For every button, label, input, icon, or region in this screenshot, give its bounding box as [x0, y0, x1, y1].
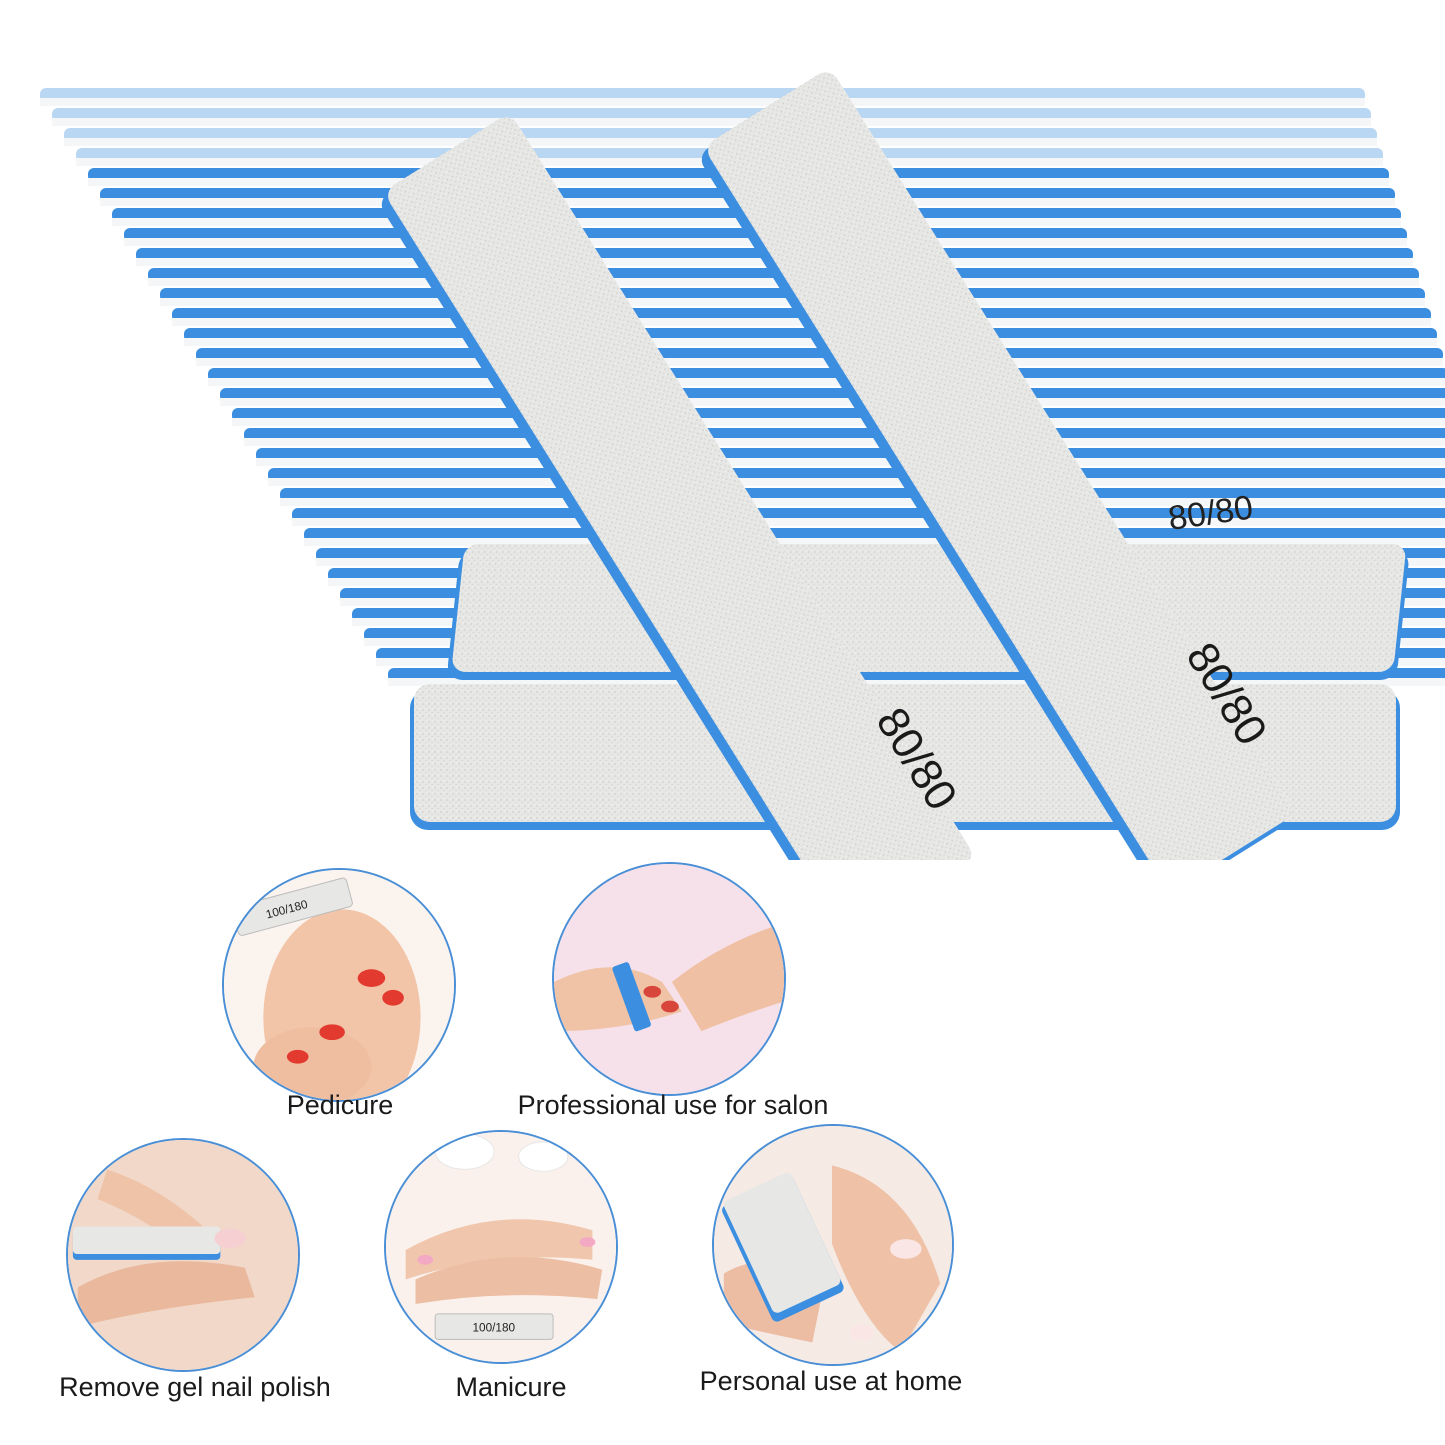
file-edge-gap	[388, 678, 1445, 686]
flat-file	[447, 544, 1409, 680]
caption-salon: Professional use for salon	[517, 1090, 829, 1120]
file-edge-gap	[304, 538, 1445, 546]
remove-gel-photo	[66, 1138, 300, 1372]
file-edge-gap	[208, 378, 1445, 386]
file-edge-gap	[40, 98, 1365, 106]
diagonal-file	[381, 117, 972, 860]
file-edge-gap	[232, 418, 1445, 426]
caption-pedicure: Pedicure	[286, 1090, 394, 1120]
manicure-photo: 100/180	[384, 1130, 618, 1364]
file-edge-gap	[256, 458, 1445, 466]
file-edge-gap	[52, 118, 1371, 126]
file-edge-gap	[268, 478, 1445, 486]
home-use-photo	[712, 1124, 954, 1366]
file-edge-gap	[184, 338, 1437, 346]
nail-file-stack-image: 80/80 80/80 80/80	[40, 72, 1445, 860]
caption-home: Personal use at home	[699, 1366, 963, 1396]
file-edge-gap	[292, 518, 1445, 526]
file-edge-gap	[280, 498, 1445, 506]
file-edge-gap	[196, 358, 1443, 366]
salon-photo	[552, 862, 786, 1096]
caption-remove-gel: Remove gel nail polish	[59, 1372, 331, 1402]
pedicure-photo: 100/180	[222, 868, 456, 1102]
file-edge-gap	[220, 398, 1445, 406]
file-edge-gap	[244, 438, 1445, 446]
caption-manicure: Manicure	[455, 1372, 567, 1402]
file-label: 100/180	[472, 1322, 515, 1335]
diagonal-file	[701, 72, 1292, 860]
